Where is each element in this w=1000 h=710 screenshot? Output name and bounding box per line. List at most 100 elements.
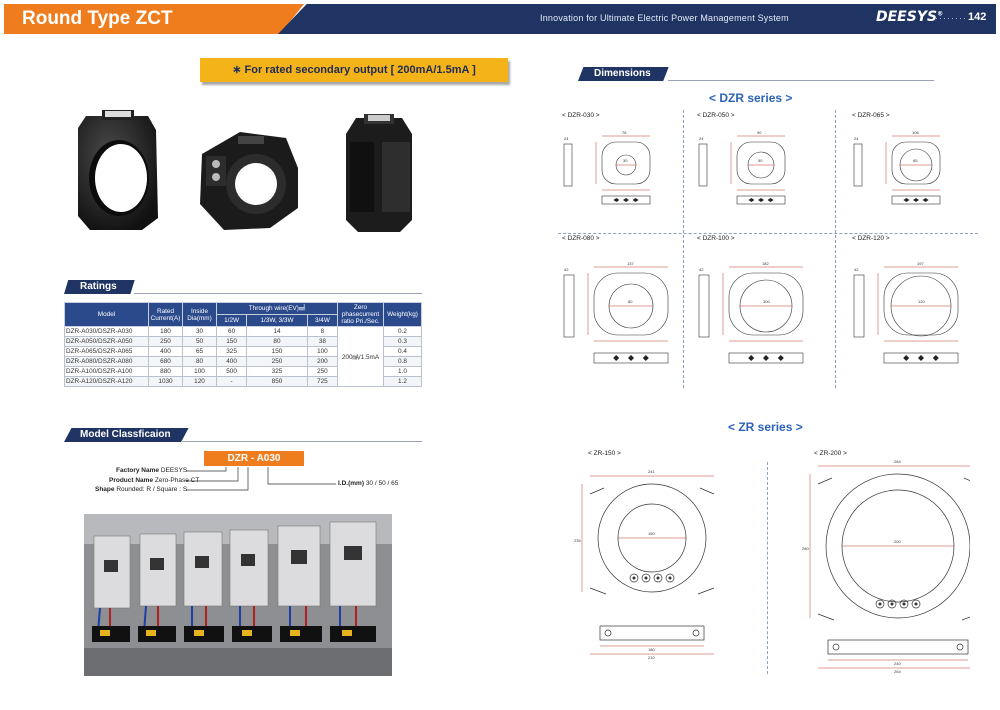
col-zero-phase: Zero phasecurrent ratio Pri./Sec. <box>337 301 384 328</box>
dimension-value: 65 <box>913 158 918 163</box>
header-tagline: Innovation for Ultimate Electric Power M… <box>540 13 789 23</box>
dimension-value: 182 <box>762 261 769 266</box>
dimension-value: 30 <box>623 158 628 163</box>
cell-model: DZR-A030/DSZR-A030 <box>64 326 149 338</box>
page-title: Round Type ZCT <box>22 8 173 29</box>
cell-current: 400 <box>148 346 183 358</box>
cell-weight: 0.8 <box>383 356 422 368</box>
dzr-model-label: < DZR-100 > <box>697 235 735 242</box>
secondary-output-note: ∗ For rated secondary output [ 200mA/1.5… <box>200 58 508 82</box>
ratings-section-label: Ratings <box>64 280 422 294</box>
cell-weight: 0.2 <box>383 326 422 338</box>
dzr-grid-divider-horizontal <box>558 233 978 234</box>
dimension-value: 24 <box>699 136 704 141</box>
dimension-value: 150 <box>648 531 655 536</box>
cell-dia: 120 <box>182 376 217 388</box>
dimension-value: 42 <box>699 267 704 272</box>
product-name-label: Product Name Zero-Phase CT <box>109 477 200 484</box>
cell-w13: 250 <box>246 356 308 368</box>
dimension-value: 280 <box>802 546 809 551</box>
dimension-value: 180 <box>648 647 655 652</box>
dimension-value: 80 <box>628 299 633 304</box>
page-number: 142 <box>968 11 987 23</box>
cell-w12: 400 <box>215 356 248 368</box>
dzr-dimension-drawing <box>563 135 651 205</box>
cell-model: DZR-A120/DSZR-A120 <box>64 376 149 388</box>
dzr-model-label: < DZR-080 > <box>562 235 600 242</box>
dimension-value: 106 <box>912 130 919 135</box>
inner-diameter-label: I.D.(mm) 30 / 50 / 65 <box>338 480 399 487</box>
dzr-dimension-drawing <box>698 135 786 205</box>
dimension-value: 24 <box>564 136 569 141</box>
zct-photo-front <box>78 110 158 230</box>
brand-logo: DEESYS® <box>876 9 944 25</box>
dzr-dimension-drawing <box>563 266 669 364</box>
switchboard-installation-photo <box>84 514 392 676</box>
cell-w12: - <box>215 376 248 388</box>
cell-w34: 200 <box>306 356 339 368</box>
zr-dimension-drawing <box>809 465 970 669</box>
zr-dimension-drawing <box>581 475 715 655</box>
model-code-box: DZR - A030 <box>204 451 304 466</box>
dzr-model-label: < DZR-030 > <box>562 112 600 119</box>
page-header: Round Type ZCT Innovation for Ultimate E… <box>0 0 1000 38</box>
dimension-value: 241 <box>648 469 655 474</box>
cell-w13: 80 <box>246 336 308 348</box>
dimension-value: 76 <box>622 130 627 135</box>
dimension-value: 42 <box>564 267 569 272</box>
cell-w13: 14 <box>246 326 308 338</box>
col-inside-dia: Inside Dia(mm) <box>182 301 217 328</box>
cell-w34: 725 <box>306 376 339 388</box>
cell-current: 680 <box>148 356 183 368</box>
zr-grid-divider-vertical <box>767 462 768 674</box>
dzr-dimension-drawing <box>698 266 804 364</box>
cell-dia: 100 <box>182 366 217 378</box>
zct-photo-angled <box>200 132 298 230</box>
dimension-value: 284 <box>894 459 901 464</box>
dimension-value: 90 <box>757 130 762 135</box>
zr-series-title: < ZR series > <box>728 420 803 434</box>
cell-w12: 60 <box>215 326 248 338</box>
dimension-value: 210 <box>648 655 655 660</box>
cell-dia: 50 <box>182 336 217 348</box>
cell-w34: 8 <box>306 326 339 338</box>
col-weight: Weight(kg) <box>383 301 422 328</box>
dimension-value: 42 <box>854 267 859 272</box>
ratings-table: Model Rated Current(A) Inside Dia(mm) Th… <box>64 301 422 388</box>
cell-w13: 850 <box>246 376 308 388</box>
shape-label: Shape Rounded: R / Square : S <box>95 486 188 493</box>
zct-photo-side <box>346 114 412 232</box>
cell-w13: 150 <box>246 346 308 358</box>
dzr-model-label: < DZR-050 > <box>697 112 735 119</box>
dzr-model-label: < DZR-065 > <box>852 112 890 119</box>
dimension-value: 50 <box>758 158 763 163</box>
dzr-grid-divider-vertical-2 <box>835 110 836 388</box>
factory-name-label: Factory Name DEESYS <box>116 467 188 474</box>
cell-weight: 1.0 <box>383 366 422 378</box>
cell-w34: 100 <box>306 346 339 358</box>
cell-w34: 250 <box>306 366 339 378</box>
cell-w12: 500 <box>215 366 248 378</box>
cell-dia: 30 <box>182 326 217 338</box>
cell-w12: 150 <box>215 336 248 348</box>
dzr-dimension-drawing <box>853 135 941 205</box>
dimensions-section-label: Dimensions <box>578 67 934 81</box>
col-rated-current: Rated Current(A) <box>148 301 183 328</box>
dimension-value: 240 <box>894 661 901 666</box>
col-through-wire: Through wire(EV)㎟ <box>216 301 338 316</box>
cell-w12: 325 <box>215 346 248 358</box>
dimension-value: 24 <box>854 136 859 141</box>
classification-leader-lines <box>186 467 336 491</box>
dimension-value: 137 <box>627 261 634 266</box>
cell-model: DZR-A080/DSZR-A080 <box>64 356 149 368</box>
cell-current: 180 <box>148 326 183 338</box>
cell-weight: 1.2 <box>383 376 422 388</box>
dzr-series-title: < DZR series > <box>709 91 793 105</box>
header-dots: ········ <box>935 13 967 23</box>
model-classification-section-label: Model Classficaion <box>64 428 422 442</box>
dzr-grid-divider-vertical-1 <box>683 110 684 388</box>
